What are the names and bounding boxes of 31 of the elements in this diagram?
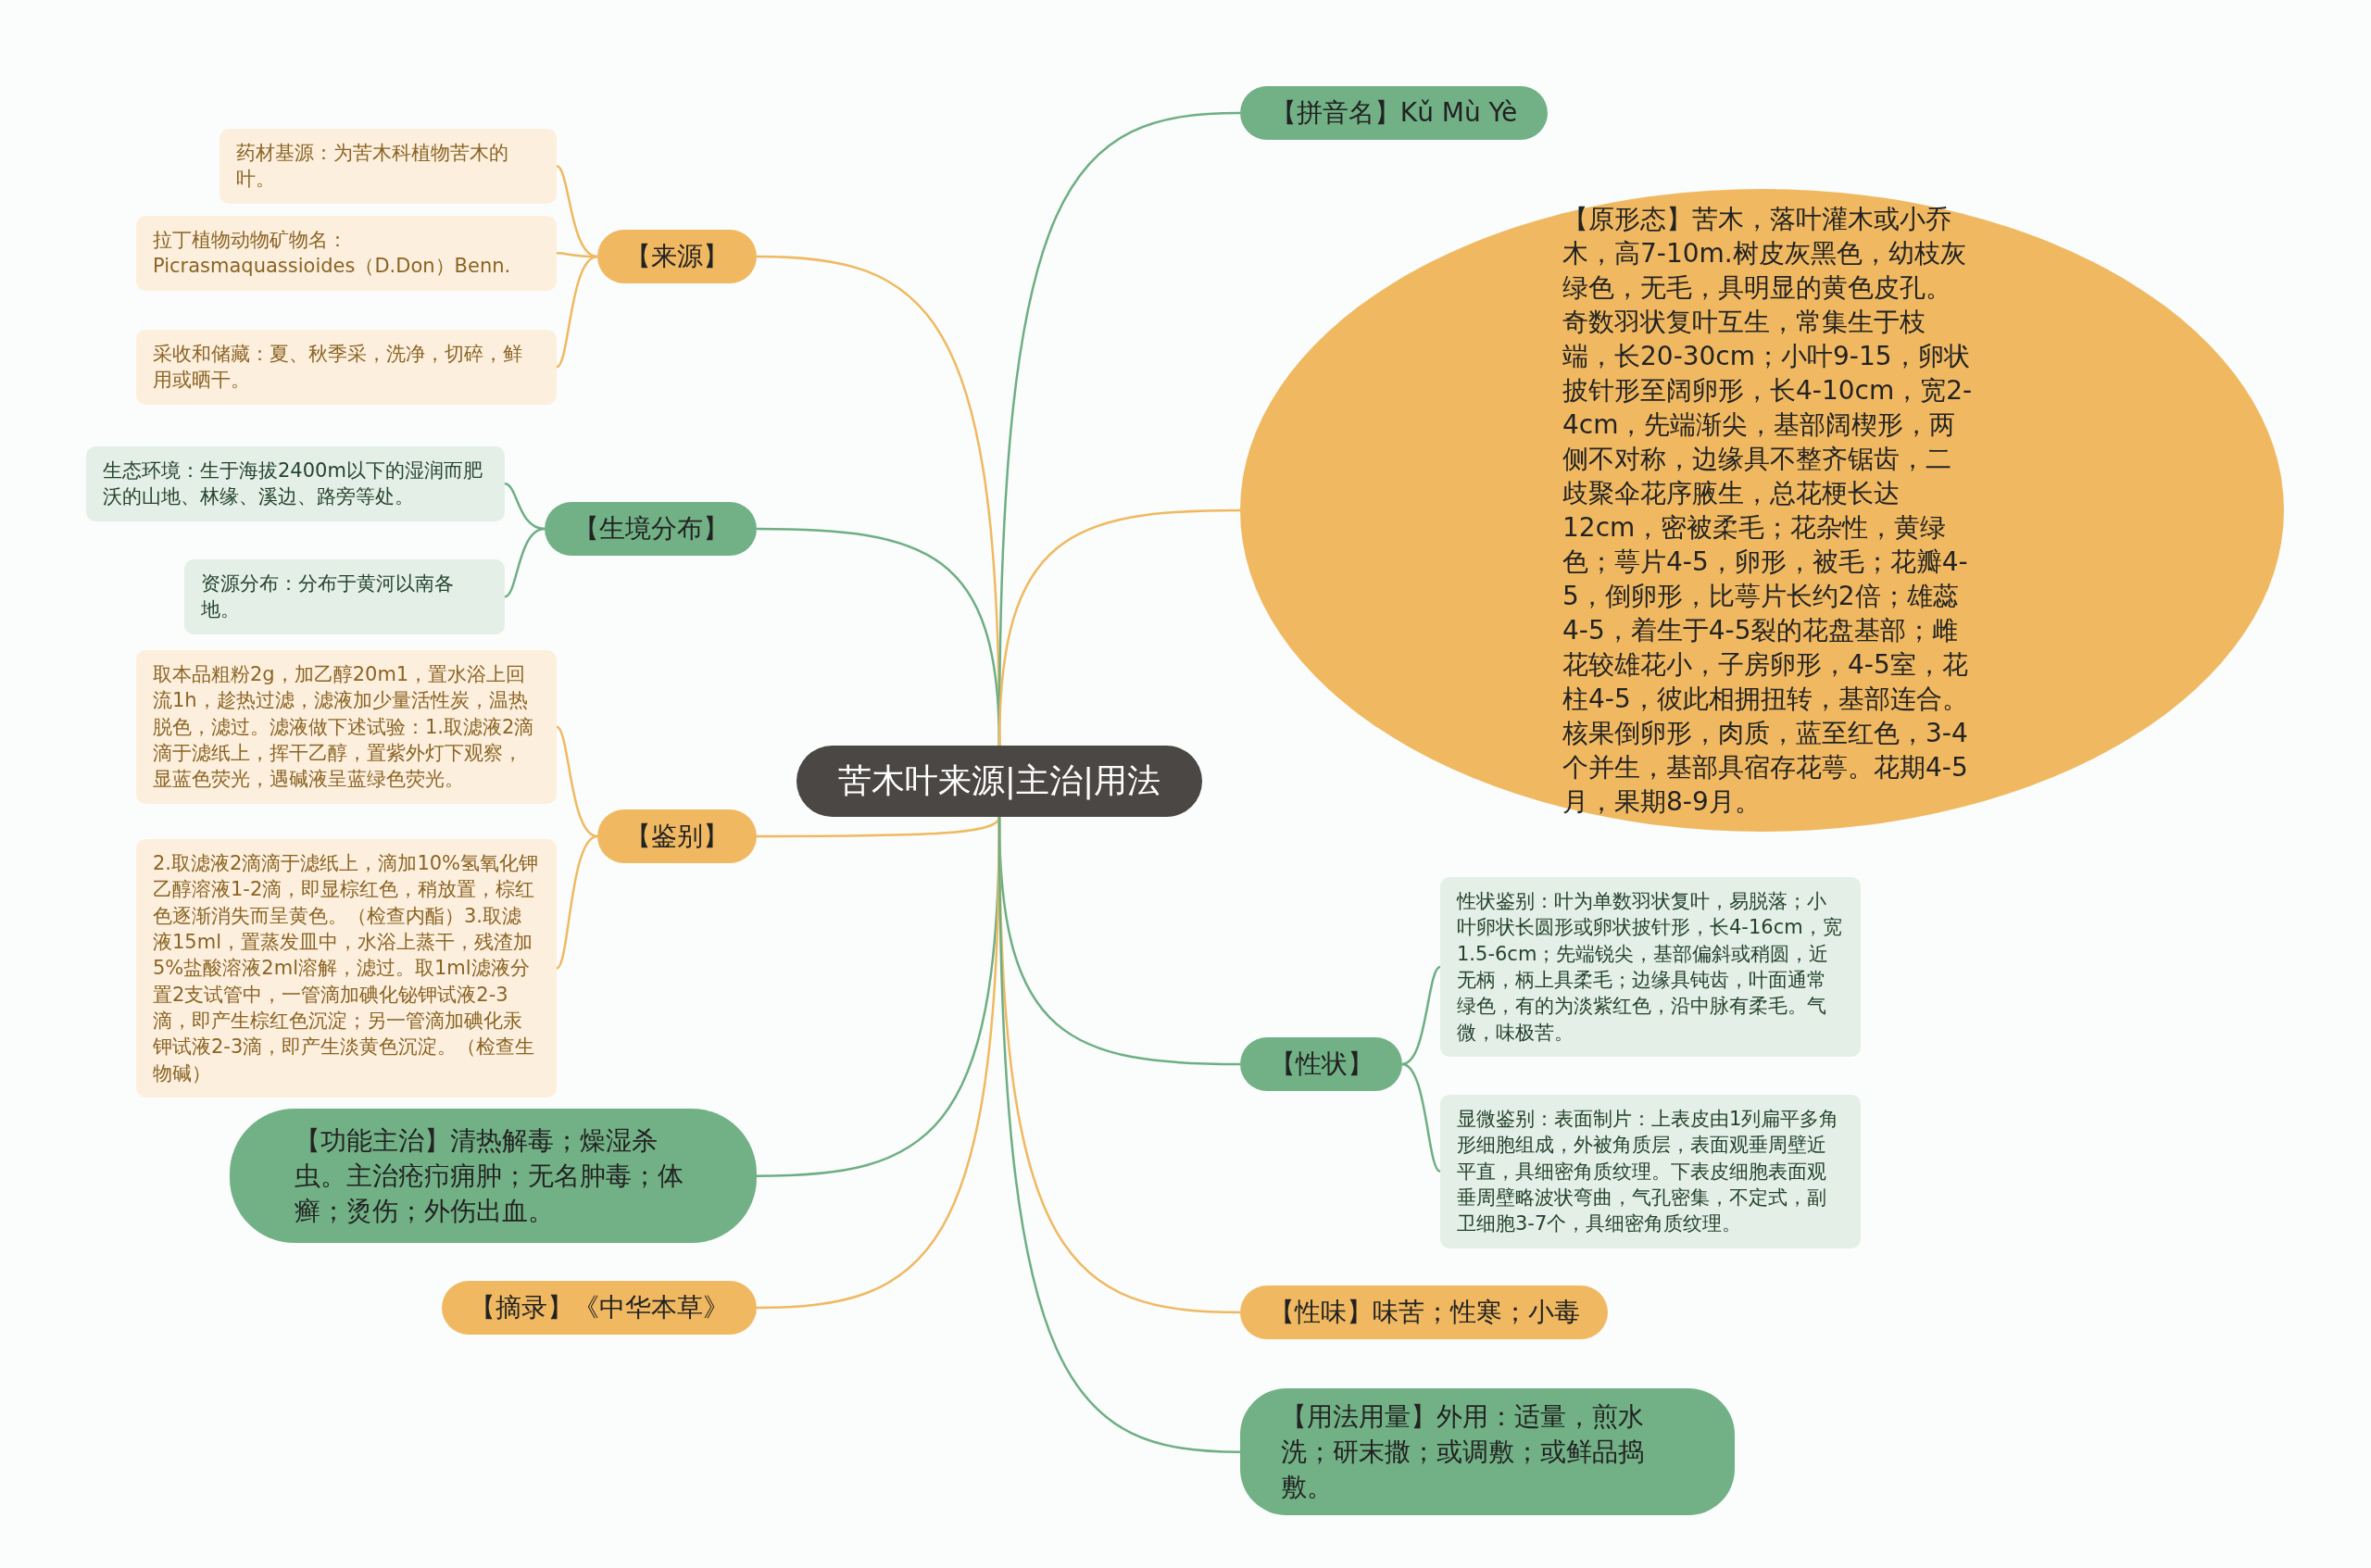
note-box: 药材基源：为苦木科植物苦木的叶。 — [220, 129, 557, 204]
connector-line — [997, 508, 1240, 746]
topic-pill: 【生境分布】 — [545, 502, 757, 556]
topic-pill: 【鉴别】 — [597, 809, 757, 863]
note-box: 生态环境：生于海拔2400m以下的湿润而肥沃的山地、林缘、溪边、路旁等处。 — [86, 446, 505, 521]
note-box: 资源分布：分布于黄河以南各地。 — [184, 559, 505, 634]
note-box: 采收和储藏：夏、秋季采，洗净，切碎，鲜用或晒干。 — [136, 330, 557, 405]
connector-line — [997, 817, 1241, 1453]
connector-line — [504, 483, 546, 531]
topic-pill: 【摘录】《中华本草》 — [442, 1281, 757, 1335]
topic-pill: 【性味】味苦；性寒；小毒 — [1240, 1286, 1608, 1339]
note-box: 显微鉴别：表面制片：上表皮由1列扁平多角形细胞组成，外被角质层，表面观垂周壁近平直，具细密角质纹理。下表皮细胞表面观垂周壁略波状弯曲，气孔密集，不定式，副卫细胞3-7个，具细密角质纹理。 — [1440, 1095, 1861, 1248]
note-box: 性状鉴别：叶为单数羽状复叶，易脱落；小叶卵状长圆形或卵状披针形，长4-16cm，宽1.5-6cm；先端锐尖，基部偏斜或稍圆，近无柄，柄上具柔毛；边缘具钝齿，叶面通常绿色，有的为淡紫红色，沿中脉有柔毛。气微，味极苦。 — [1440, 877, 1861, 1058]
connector-line — [556, 165, 598, 258]
connector-line — [757, 816, 1001, 838]
connector-line — [1401, 965, 1441, 1066]
connector-line — [1401, 1062, 1441, 1173]
connector-line — [504, 527, 546, 598]
topic-pill: 【用法用量】外用：适量，煎水洗；研末撒；或调敷；或鲜品捣敷。 — [1240, 1388, 1735, 1516]
note-box: 拉丁植物动物矿物名：Picrasmaquassioides（D.Don）Benn. — [136, 216, 557, 291]
central-topic: 苦木叶来源|主治|用法 — [797, 746, 1202, 817]
topic-pill: 【拼音名】Kǔ Mù Yè — [1240, 86, 1548, 140]
connector-line — [556, 834, 598, 970]
connector-line — [556, 255, 598, 369]
note-box: 取本品粗粉2g，加乙醇20m1，置水浴上回流1h，趁热过滤，滤液加少量活性炭，温热脱色，滤过。滤液做下述试验：1.取滤液2滴滴于滤纸上，挥干乙醇，置紫外灯下观察，显蓝色荧光，遇碱液呈蓝绿色荧光。 — [136, 650, 557, 804]
topic-pill: 【功能主治】清热解毒；燥湿杀虫。主治疮疖痈肿；无名肿毒；体癣；烫伤；外伤出血。 — [230, 1109, 757, 1244]
topic-pill: 【性状】 — [1240, 1037, 1402, 1091]
note-box: 2.取滤液2滴滴于滤纸上，滴加10%氢氧化钾乙醇溶液1-2滴，即显棕红色，稍放置，棕红色逐渐消失而呈黄色。（检查内酯）3.取滤液15ml，置蒸发皿中，水浴上蒸干，残渣加5%盐酸溶液2ml溶解，滤过。取1ml滤液分置2支试管中，一管滴加碘化铋钾试液2-3滴，即产生棕红色沉淀；另一管滴加碘化汞钾试液2-3滴，即产生淡黄色沉淀。（检查生物碱） — [136, 839, 557, 1098]
connector-line — [556, 725, 598, 838]
topic-pill: 【来源】 — [597, 230, 757, 283]
topic-ellipse: 【原形态】苦木，落叶灌木或小乔木，高7-10m.树皮灰黑色，幼枝灰绿色，无毛，具明显的黄色皮孔。奇数羽状复叶互生，常集生于枝端，长20-30cm；小叶9-15，卵状披针形至阔卵形，长4-10cm，宽2-4cm，先端渐尖，基部阔楔形，两侧不对称，边缘具不整齐锯齿，二歧聚伞花序腋生，总花梗长达12cm，密被柔毛；花杂性，黄绿色；萼片4-5，卵形，被毛；花瓣4-5，倒卵形，比萼片长约2倍；雄蕊4-5，着生于4-5裂的花盘基部；雌花较雄花小，子房卵形，4-5室，花柱4-5，彼此相拥扭转，基部连合。核果倒卵形，肉质，蓝至红色，3-4个并生，基部具宿存花萼。花期4-5月，果期8-9月。 — [1240, 189, 2284, 832]
